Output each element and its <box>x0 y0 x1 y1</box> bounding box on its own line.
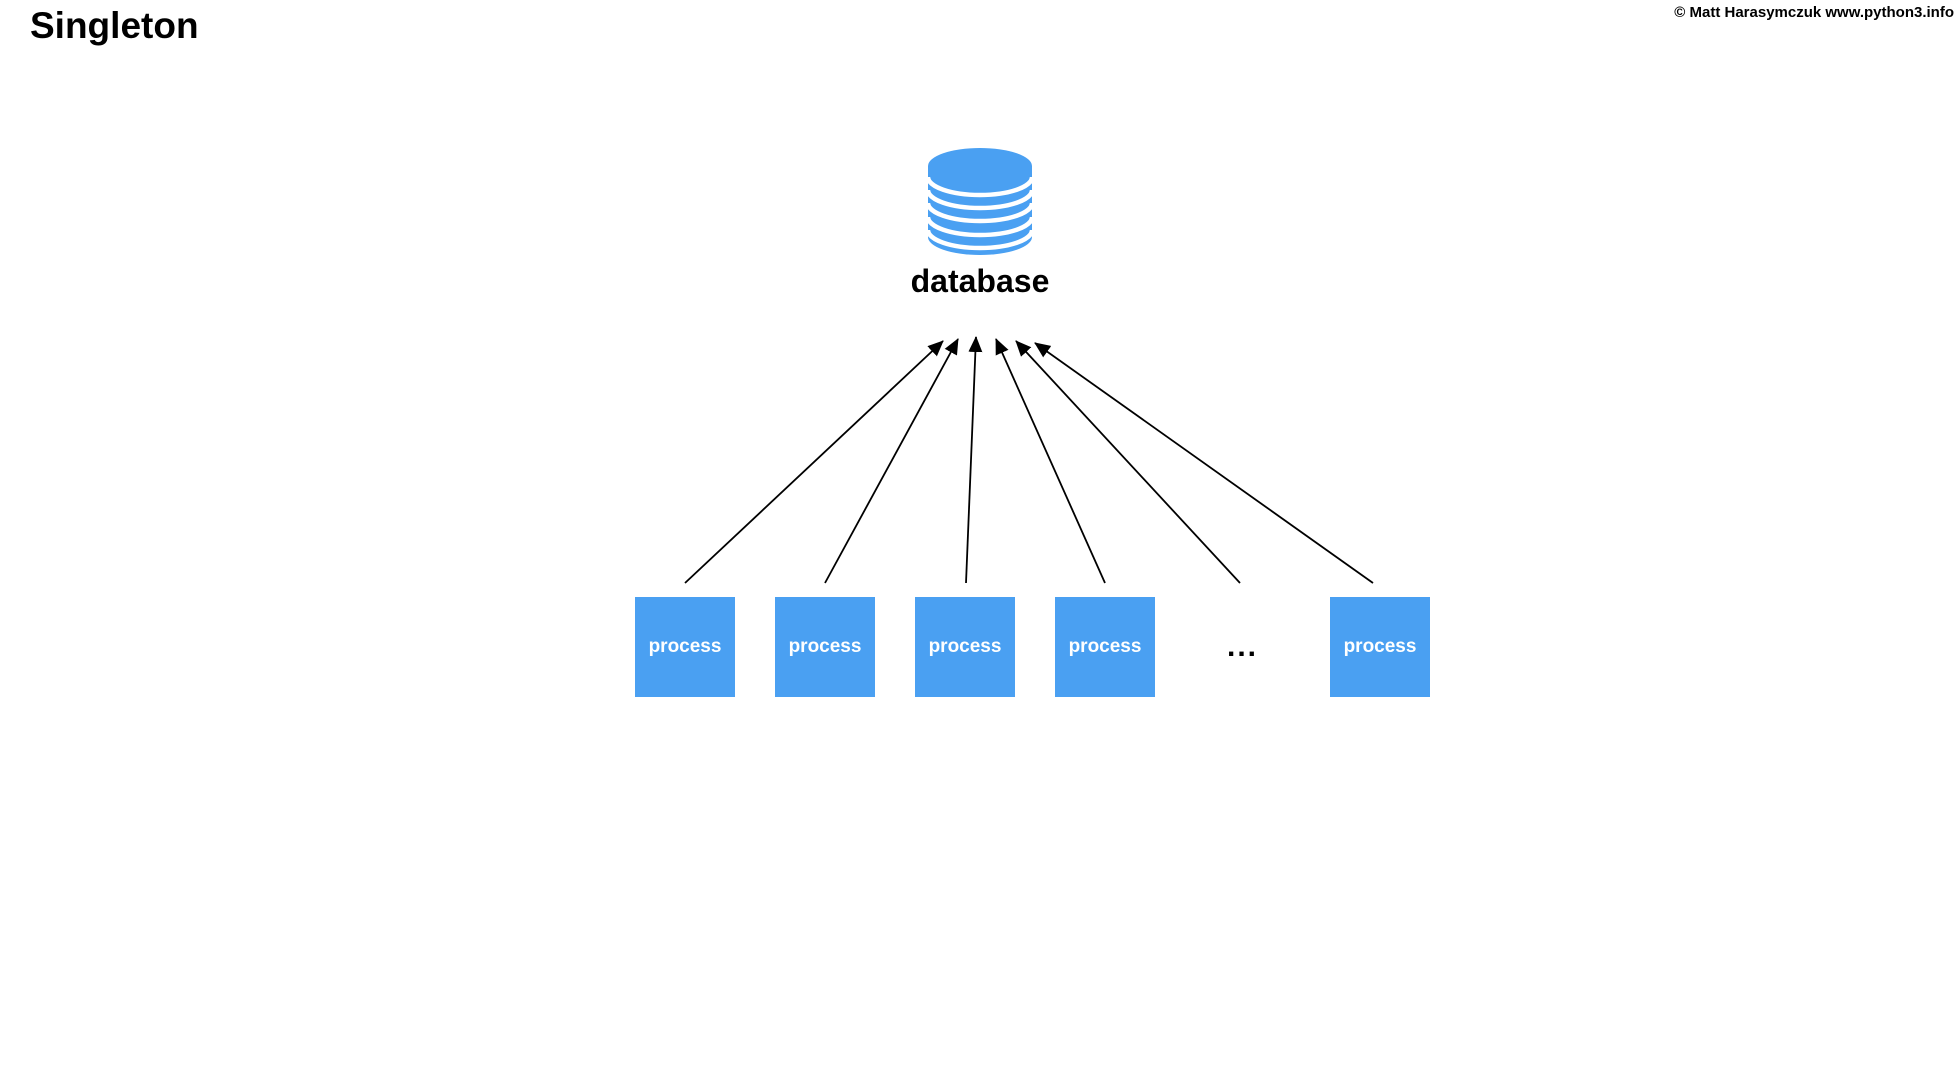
connection-arrows <box>684 336 1374 584</box>
connection-arrow <box>1034 342 1374 584</box>
process-label: process <box>1343 636 1417 657</box>
process-box: process <box>775 597 875 697</box>
process-box: process <box>1055 597 1155 697</box>
connection-arrow <box>684 340 944 584</box>
page-title: Singleton <box>30 5 199 46</box>
process-label: process <box>788 636 862 657</box>
process-box: process <box>1330 597 1430 697</box>
more-processes-ellipsis: ... <box>1226 630 1258 663</box>
connection-arrow <box>1015 340 1241 584</box>
connection-arrow <box>824 338 959 584</box>
process-label: process <box>648 636 722 657</box>
database-icon <box>928 148 1032 255</box>
process-label: process <box>928 636 1002 657</box>
process-label: process <box>1068 636 1142 657</box>
process-box: process <box>915 597 1015 697</box>
process-box: process <box>635 597 735 697</box>
connection-arrow <box>995 338 1106 584</box>
database-label: database <box>910 263 1050 299</box>
connection-arrow <box>965 336 983 584</box>
copyright-notice: © Matt Harasymczuk www.python3.info <box>1674 4 1954 21</box>
